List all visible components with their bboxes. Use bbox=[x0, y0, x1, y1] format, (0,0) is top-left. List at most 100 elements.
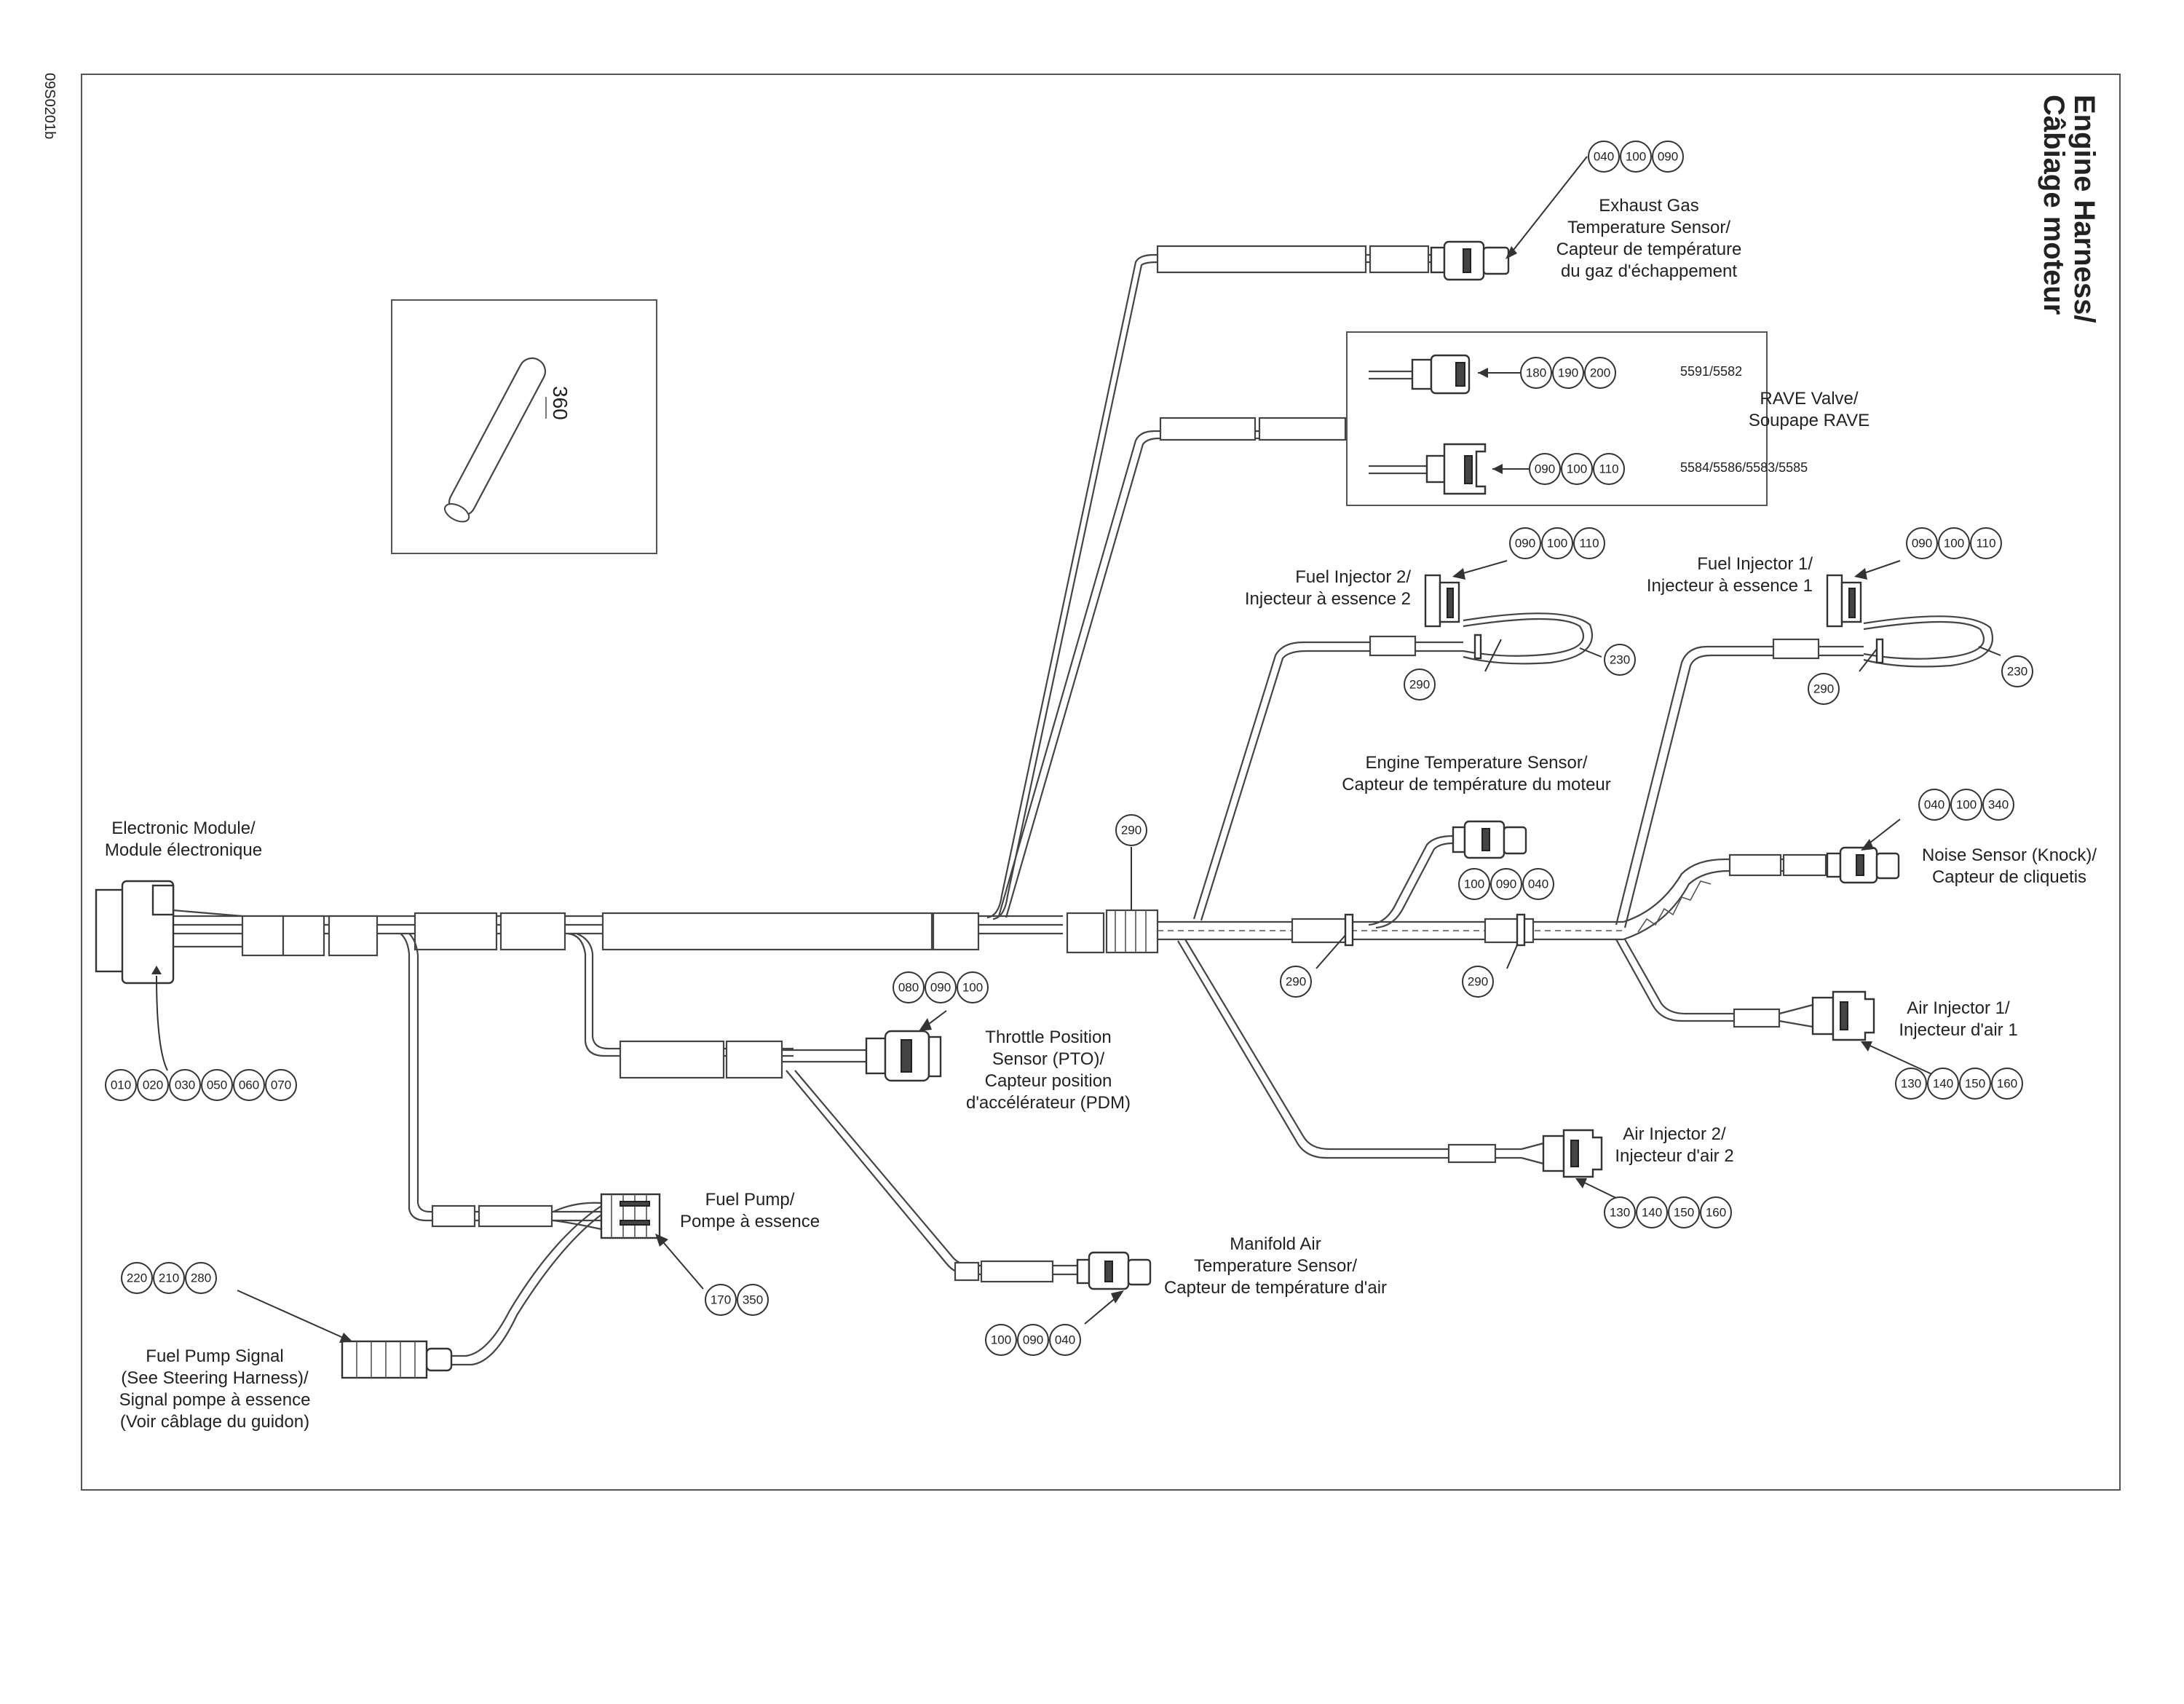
svg-text:Temperature Sensor/: Temperature Sensor/ bbox=[1194, 1256, 1357, 1276]
callout-number: 160 bbox=[1706, 1206, 1726, 1220]
svg-text:Capteur de température d'air: Capteur de température d'air bbox=[1164, 1278, 1387, 1298]
callout-bubble: 060 bbox=[233, 1069, 265, 1101]
callout-bubble: 040 bbox=[1588, 141, 1620, 173]
label-fuel-injector-2: Fuel Injector 2/ Injecteur à essence 2 bbox=[1245, 567, 1411, 609]
svg-text:Electronic Module/: Electronic Module/ bbox=[111, 819, 256, 838]
callout-number: 130 bbox=[1901, 1077, 1921, 1091]
callout-bubble: 110 bbox=[1970, 527, 2002, 559]
callout-number: 100 bbox=[1956, 798, 1977, 812]
callout-number: 290 bbox=[1409, 678, 1430, 692]
callout-number: 100 bbox=[1944, 537, 1964, 551]
callout-number: 180 bbox=[1526, 366, 1546, 380]
svg-text:du gaz d'échappement: du gaz d'échappement bbox=[1561, 261, 1737, 281]
callout-bubble: 040 bbox=[1049, 1324, 1081, 1356]
callout-bubble: 100 bbox=[1950, 789, 1982, 821]
callout-number: 100 bbox=[991, 1333, 1011, 1347]
callout-bubble: 100 bbox=[1541, 527, 1573, 559]
callout-number: 130 bbox=[1610, 1206, 1630, 1220]
callout-number: 020 bbox=[143, 1078, 163, 1092]
rave-connector-b bbox=[1369, 443, 1529, 495]
callout-bubble: 220 bbox=[121, 1262, 153, 1294]
svg-text:(Voir câblage du guidon): (Voir câblage du guidon) bbox=[120, 1412, 309, 1432]
svg-text:Signal pompe à essence: Signal pompe à essence bbox=[119, 1390, 311, 1410]
svg-text:Injecteur d'air 2: Injecteur d'air 2 bbox=[1615, 1146, 1733, 1166]
rave-connector-a bbox=[1369, 354, 1520, 395]
callout-bubble: 350 bbox=[737, 1284, 769, 1316]
callout-bubble: 090 bbox=[1529, 453, 1561, 485]
callout-number: 100 bbox=[1626, 150, 1646, 164]
noise-sensor-branch bbox=[1623, 819, 1901, 941]
label-exhaust: Exhaust Gas Temperature Sensor/ Capteur … bbox=[1556, 196, 1742, 281]
callout-number: 110 bbox=[1976, 537, 1995, 551]
callout-bubble: 340 bbox=[1982, 789, 2014, 821]
callout-bubble: 100 bbox=[1458, 868, 1490, 900]
callout-bubble: 290 bbox=[1404, 668, 1436, 701]
air-injector-1-branch bbox=[1615, 939, 1937, 1077]
svg-text:Capteur de cliquetis: Capteur de cliquetis bbox=[1932, 867, 2086, 887]
label-air-injector-1: Air Injector 1/ Injecteur d'air 1 bbox=[1899, 998, 2017, 1040]
svg-text:Air Injector 1/: Air Injector 1/ bbox=[1907, 998, 2010, 1018]
callout-number: 100 bbox=[1464, 877, 1484, 891]
callout-bubble: 100 bbox=[1620, 141, 1652, 173]
callout-bubble: 160 bbox=[1991, 1068, 2023, 1100]
callout-bubble: 290 bbox=[1462, 966, 1494, 998]
callout-bubble: 130 bbox=[1604, 1196, 1636, 1228]
rave-branch bbox=[997, 417, 1347, 918]
svg-text:Manifold Air: Manifold Air bbox=[1230, 1234, 1321, 1254]
callout-number: 110 bbox=[1579, 537, 1599, 551]
callout-number: 210 bbox=[159, 1271, 179, 1285]
callout-bubble: 100 bbox=[957, 971, 989, 1003]
svg-text:Injecteur à essence 1: Injecteur à essence 1 bbox=[1647, 576, 1813, 596]
page-title-line2: Câbiage moteur bbox=[2038, 95, 2070, 315]
air-injector-2-branch bbox=[1177, 939, 1624, 1202]
svg-text:Soupape RAVE: Soupape RAVE bbox=[1749, 411, 1870, 430]
callout-number: 090 bbox=[1535, 462, 1555, 476]
svg-text:Engine Temperature Sensor/: Engine Temperature Sensor/ bbox=[1365, 753, 1587, 773]
figure-code: 09S0201b bbox=[41, 73, 58, 139]
svg-text:Air Injector 2/: Air Injector 2/ bbox=[1623, 1124, 1726, 1144]
callout-bubble: 230 bbox=[1604, 644, 1636, 676]
callout-number: 060 bbox=[239, 1078, 259, 1092]
svg-text:Capteur de température: Capteur de température bbox=[1556, 240, 1742, 259]
label-ecm: Electronic Module/ Module électronique bbox=[105, 819, 262, 860]
label-manifold: Manifold Air Temperature Sensor/ Capteur… bbox=[1164, 1234, 1387, 1298]
callout-bubble: 070 bbox=[265, 1069, 297, 1101]
callout-number: 090 bbox=[1658, 150, 1678, 164]
callout-number: 080 bbox=[898, 981, 919, 995]
rave-model-b: 5584/5586/5583/5585 bbox=[1680, 460, 1808, 475]
callout-number: 010 bbox=[111, 1078, 131, 1092]
callout-bubble: 040 bbox=[1918, 789, 1950, 821]
svg-text:Noise Sensor (Knock)/: Noise Sensor (Knock)/ bbox=[1922, 845, 2097, 865]
rave-model-a: 5591/5582 bbox=[1680, 364, 1742, 379]
callout-bubble: 040 bbox=[1522, 868, 1554, 900]
svg-text:Capteur position: Capteur position bbox=[985, 1071, 1112, 1091]
callout-number: 230 bbox=[2007, 665, 2027, 679]
engine-temp-branch bbox=[1368, 820, 1527, 929]
callout-bubble: 280 bbox=[185, 1262, 217, 1294]
harness-trunk bbox=[171, 909, 1623, 957]
diagram-frame bbox=[81, 74, 2121, 1491]
svg-text:Temperature Sensor/: Temperature Sensor/ bbox=[1567, 218, 1730, 237]
callout-bubble: 210 bbox=[153, 1262, 185, 1294]
tie-wraps bbox=[1344, 634, 1884, 947]
callout-number: 090 bbox=[1023, 1333, 1043, 1347]
callout-number: 070 bbox=[271, 1078, 291, 1092]
callout-number: 100 bbox=[1567, 462, 1587, 476]
callout-bubble: 050 bbox=[201, 1069, 233, 1101]
callout-number: 230 bbox=[1610, 653, 1630, 667]
callout-bubble: 180 bbox=[1520, 357, 1552, 389]
label-rave: RAVE Valve/ Soupape RAVE bbox=[1749, 389, 1870, 430]
callout-number: 050 bbox=[207, 1078, 227, 1092]
callout-bubble: 080 bbox=[893, 971, 925, 1003]
label-tps: Throttle Position Sensor (PTO)/ Capteur … bbox=[966, 1027, 1131, 1113]
callout-bubble: 090 bbox=[1509, 527, 1541, 559]
svg-text:d'accélérateur (PDM): d'accélérateur (PDM) bbox=[966, 1093, 1131, 1113]
callout-bubble: 200 bbox=[1584, 357, 1616, 389]
callout-number: 140 bbox=[1642, 1206, 1662, 1220]
callout-number: 290 bbox=[1468, 975, 1488, 989]
callout-number: 150 bbox=[1965, 1077, 1985, 1091]
tube-item-number: 360 bbox=[549, 386, 571, 420]
label-fuel-injector-1: Fuel Injector 1/ Injecteur à essence 1 bbox=[1647, 554, 1813, 596]
tube-inset: 360 bbox=[391, 299, 657, 554]
